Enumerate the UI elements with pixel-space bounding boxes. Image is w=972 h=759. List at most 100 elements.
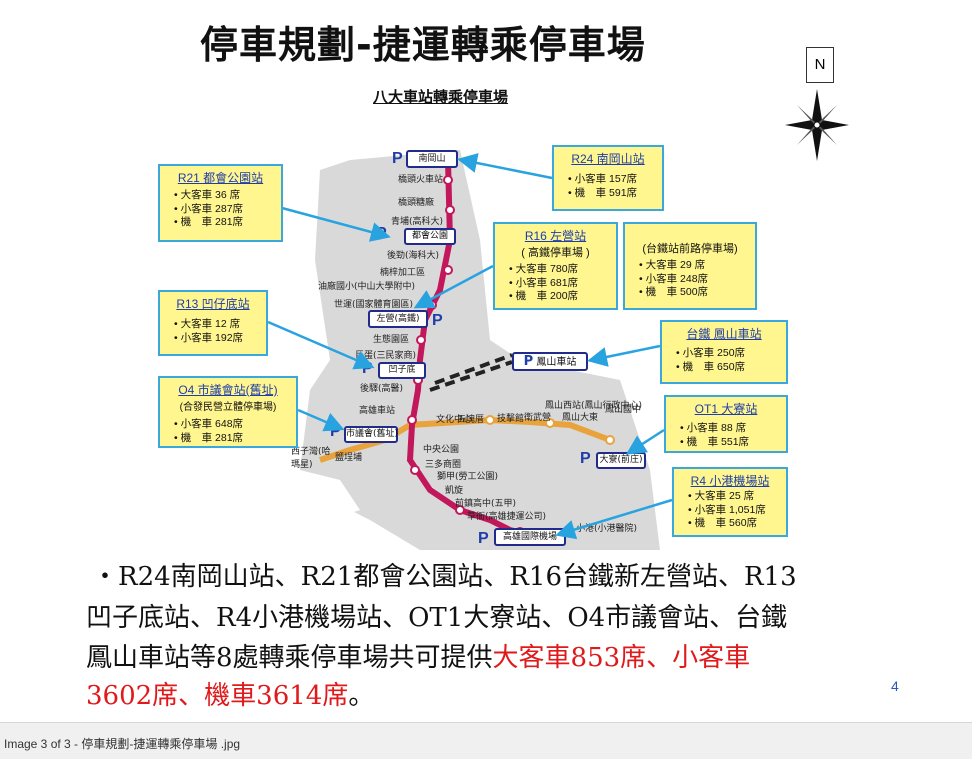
box-item: 大客車 12 席 (174, 318, 266, 332)
station-label: 鹽埕埔 (335, 453, 363, 463)
page-number: 4 (891, 678, 899, 694)
box-item: 小客車 192席 (174, 332, 266, 346)
metro-map: ✈ (295, 150, 660, 550)
summary-line-3: 鳳山車站等8處轉乘停車場共可提供大客車853席、小客車 (86, 637, 750, 674)
image-caption-bar: Image 3 of 3 - 停車規劃-捷運轉乘停車場 .jpg (0, 722, 972, 759)
station-box-zuoying: 左營(高鐵) (368, 310, 428, 328)
box-title: R16 左營站 (524, 229, 587, 243)
box-o4: O4 市議會站(舊址) (合發民營立體停車場) 小客車 648席 機 車 281… (158, 376, 298, 448)
station-box-daliao: 大寮(前庄) (596, 452, 646, 469)
box-item: 小客車 648席 (174, 418, 296, 432)
station-label: 中央公園 (423, 445, 460, 455)
station-label: 鳳山國中 (605, 405, 642, 415)
station-label: 橋頭火車站 (398, 175, 444, 185)
box-item: 小客車 1,051席 (688, 504, 786, 518)
box-item: 機 車 551席 (680, 436, 786, 450)
box-r21: R21 都會公園站 大客車 36 席 小客車 287席 機 車 281席 (158, 164, 283, 242)
station-label: 後驛(高醫) (360, 384, 404, 394)
box-item: 大客車 780席 (509, 263, 616, 277)
summary-highlight: 3602席、機車3614席 (86, 681, 349, 711)
station-label: 青埔(高科大) (391, 217, 444, 227)
parking-p-icon: P (478, 530, 489, 547)
station-label: 楠梓加工區 (380, 268, 426, 278)
box-item: 大客車 36 席 (174, 189, 281, 203)
summary-line-1: ・R24南岡山站、R21都會公園站、R16台鐵新左營站、R13 (92, 562, 797, 592)
box-title: R24 南岡山站 (571, 152, 645, 166)
map-land (300, 150, 660, 550)
box-r13: R13 凹仔底站 大客車 12 席 小客車 192席 (158, 290, 268, 356)
summary-line-4: 3602席、機車3614席。 (86, 675, 374, 712)
station-label: 鳳山 (562, 413, 581, 423)
station-box-aozaidi: 凹子底 (378, 362, 426, 379)
box-subtitle: (合發民營立體停車場) (179, 402, 277, 413)
box-item: 機 車 591席 (568, 187, 662, 201)
station-label: 橋頭糖廠 (398, 198, 435, 208)
station-label: 技擊館 (497, 414, 525, 424)
station-label: 生態園區 (373, 335, 410, 345)
box-item: 小客車 157席 (568, 173, 662, 187)
station-label: 後勁(海科大) (387, 251, 440, 261)
box-title: 台鐵 鳳山車站 (686, 327, 762, 341)
station-label: 衛武營 (524, 413, 552, 423)
box-item: 小客車 287席 (174, 203, 281, 217)
box-r16-railway: (台鐵站前路停車場) 大客車 29 席 小客車 248席 機 車 500席 (623, 222, 757, 310)
station-box-fengshan: P 鳳山車站 (512, 352, 588, 371)
box-title: O4 市議會站(舊址) (178, 383, 278, 397)
station-label: 前鎮高中(五甲) (455, 499, 517, 509)
station-label: 凱旋 (445, 486, 464, 496)
orange-line (319, 416, 612, 463)
box-subtitle: (台鐵站前路停車場) (642, 243, 738, 255)
north-label: N (806, 47, 834, 83)
summary-text: 。 (348, 681, 375, 711)
parking-p-icon: P (523, 354, 534, 369)
box-item: 機 車 281席 (174, 216, 281, 230)
box-item: 大客車 29 席 (639, 259, 755, 273)
box-r24: R24 南岡山站 小客車 157席 機 車 591席 (552, 145, 664, 211)
station-label: 草衙(高雄捷運公司) (467, 512, 547, 522)
fengshan-connector (429, 360, 513, 392)
station-label: 大東 (580, 413, 599, 423)
box-r4: R4 小港機場站 大客車 25 席 小客車 1,051席 機 車 560席 (672, 467, 788, 537)
summary-text: 鳳山車站等8處轉乘停車場共可提供 (86, 643, 493, 673)
box-fengshan: 台鐵 鳳山車站 小客車 250席 機 車 650席 (660, 320, 788, 384)
box-item: 機 車 650席 (676, 361, 786, 375)
slide: 停車規劃-捷運轉乘停車場 八大車站轉乘停車場 N (0, 0, 966, 722)
station-box-shiyihui: 市議會(舊址) (344, 426, 398, 443)
station-label: 高雄車站 (359, 406, 396, 416)
box-item: 機 車 560席 (688, 517, 786, 531)
box-r16: R16 左營站 ( 高鐵停車場 ) 大客車 780席 小客車 681席 機 車 … (493, 222, 618, 310)
station-label: 小港(小港醫院) (576, 524, 638, 534)
box-ot1: OT1 大寮站 小客車 88 席 機 車 551席 (664, 395, 788, 453)
box-item: 小客車 248席 (639, 273, 755, 287)
parking-p-icon: P (580, 450, 591, 467)
station-label: 文化中心 (436, 415, 473, 425)
box-subtitle: ( 高鐵停車場 ) (521, 247, 590, 259)
station-label: 世運(國家體育園區) (334, 300, 414, 310)
parking-p-icon: P (392, 150, 403, 167)
box-item: 機 車 500席 (639, 286, 755, 300)
box-title: R21 都會公園站 (177, 171, 264, 185)
map-subtitle: 八大車站轉乘停車場 (373, 88, 509, 106)
box-item: 機 車 200席 (509, 290, 616, 304)
page-title: 停車規劃-捷運轉乘停車場 (200, 23, 646, 67)
compass-rose-icon (785, 89, 849, 161)
station-label: 油廠國小(中山大學附中) (318, 282, 416, 292)
station-box-duhui: 都會公園 (404, 228, 456, 245)
station-label: 鳳山西站(鳳山行政中心) (545, 401, 643, 411)
station-label: 西子灣(哈瑪星) (291, 447, 331, 470)
box-title: R13 凹仔底站 (176, 297, 250, 311)
box-title: R4 小港機場站 (690, 474, 770, 488)
parking-p-icon: P (330, 423, 341, 440)
box-item: 大客車 25 席 (688, 490, 786, 504)
station-label: 五塊厝 (457, 415, 485, 425)
box-item: 小客車 681席 (509, 277, 616, 291)
box-title: OT1 大寮站 (694, 402, 758, 416)
summary-highlight: 大客車853席、小客車 (492, 643, 751, 673)
parking-p-icon: P (432, 312, 443, 329)
station-box-nangangshan: 南岡山 (406, 150, 458, 168)
station-label: 巨蛋(三民家商) (355, 351, 417, 361)
callout-arrows (267, 153, 673, 540)
summary-line-2: 凹子底站、R4小港機場站、OT1大寮站、O4市議會站、台鐵 (86, 603, 788, 633)
station-label: 獅甲(勞工公園) (437, 472, 499, 482)
box-item: 小客車 88 席 (680, 422, 786, 436)
